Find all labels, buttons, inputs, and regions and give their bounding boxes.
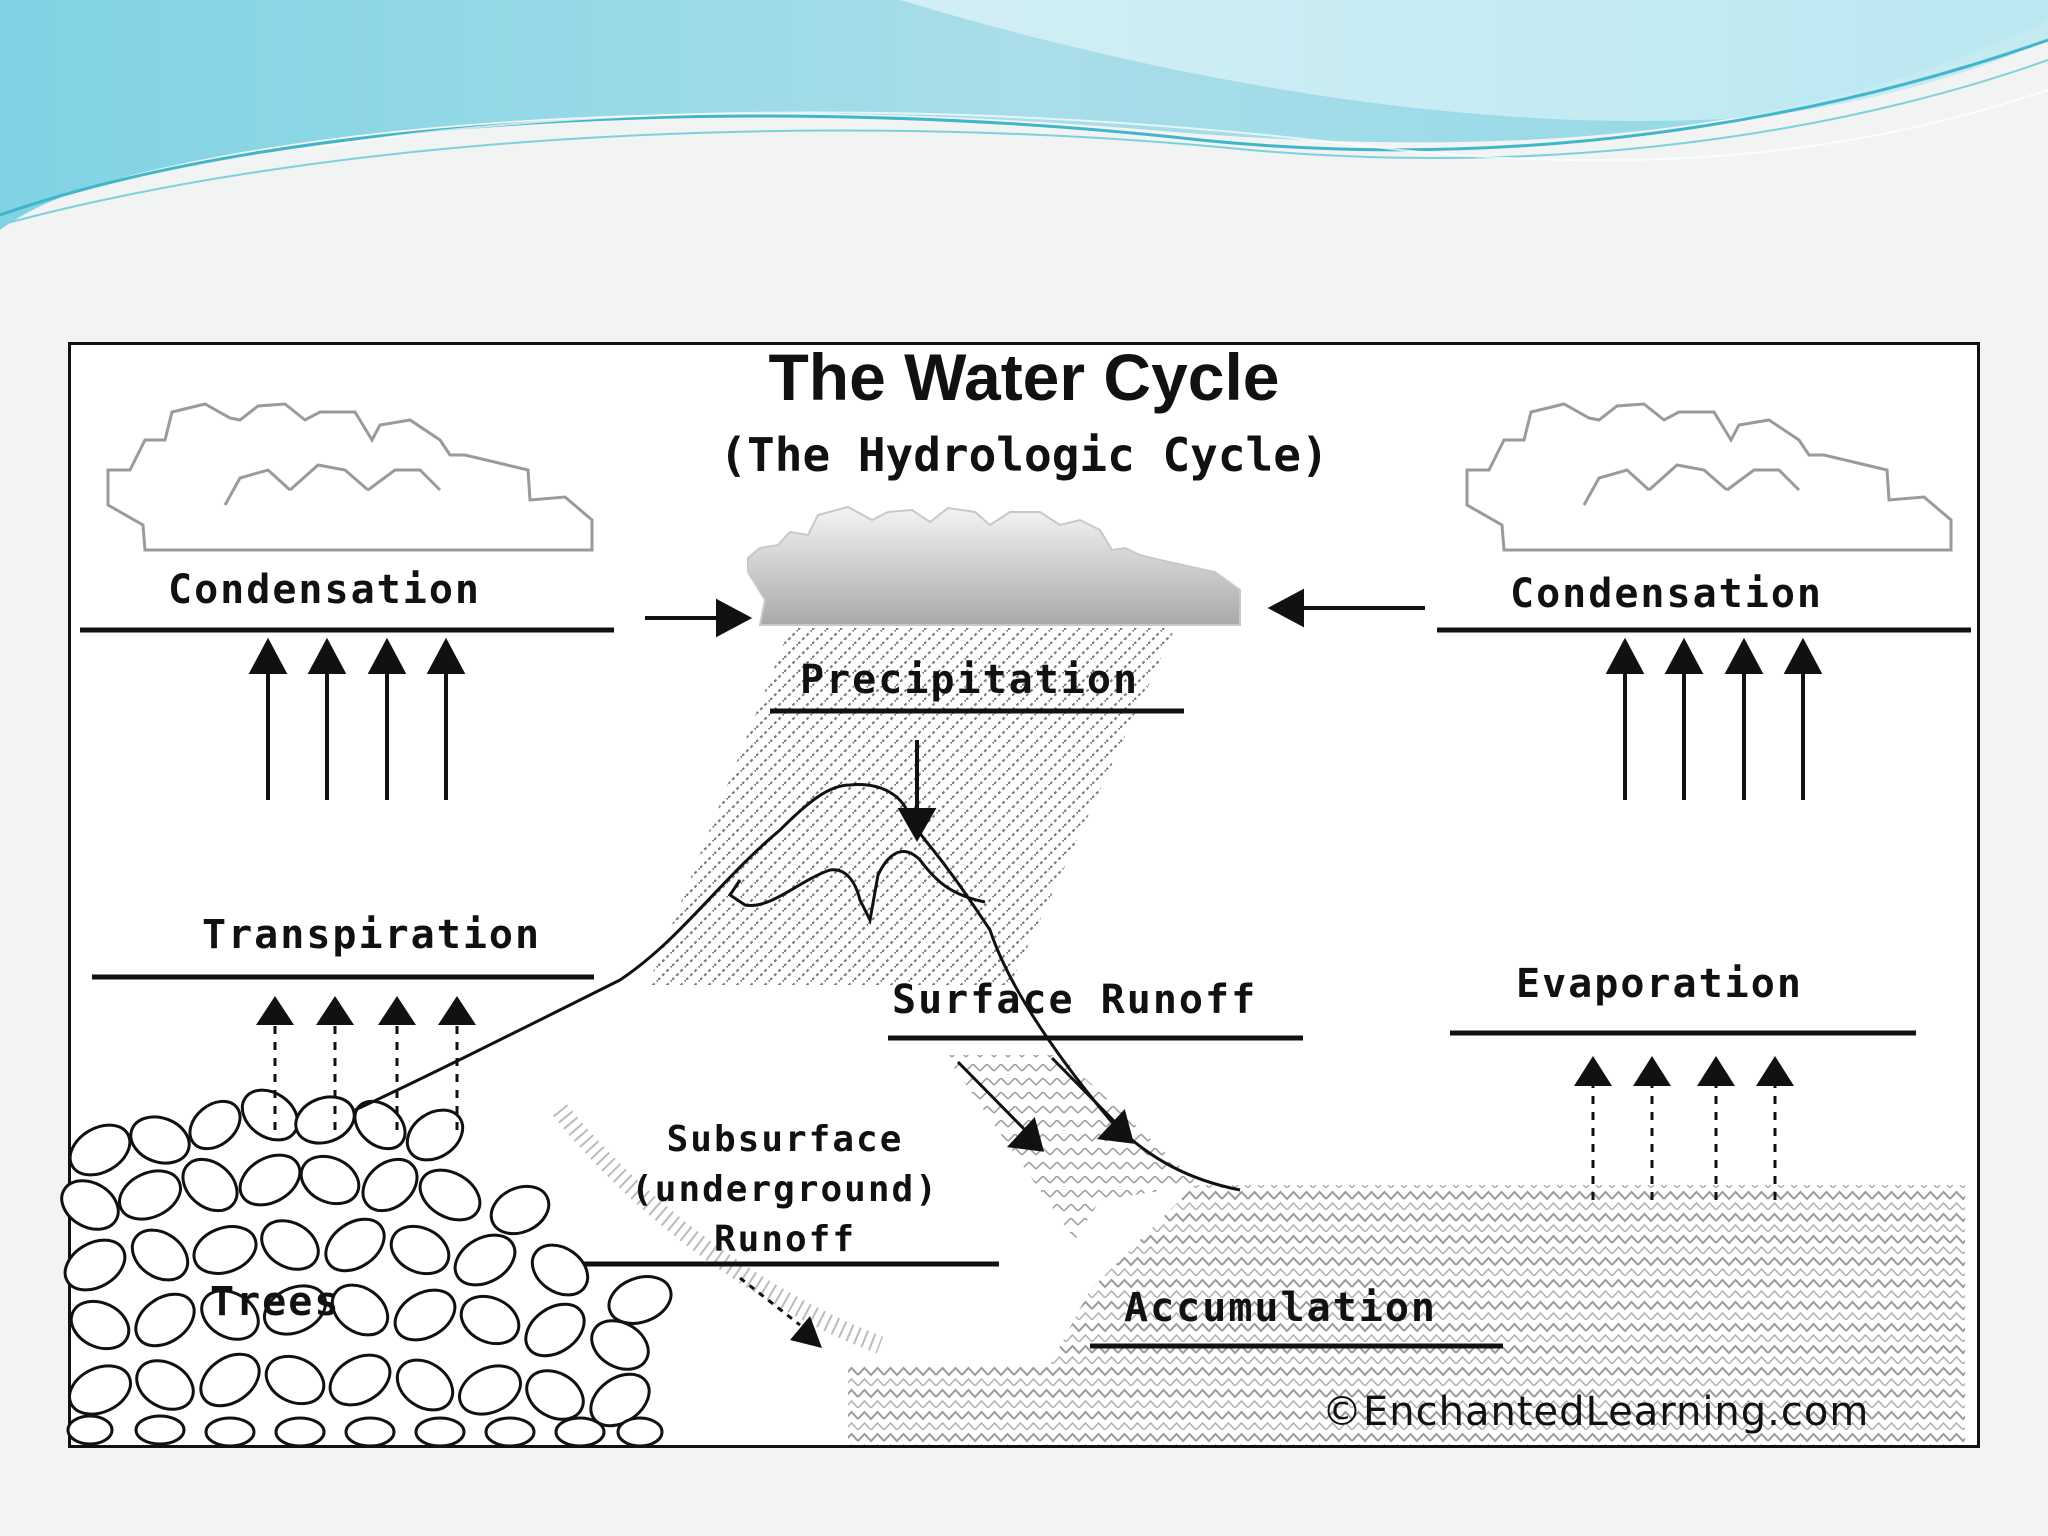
subsurface-flow-band xyxy=(552,1104,884,1354)
label-evaporation: Evaporation xyxy=(1516,961,1803,1007)
label-subsurface-line2: (underground) xyxy=(631,1169,939,1210)
credit-text: ©EnchantedLearning.com xyxy=(1322,1389,1870,1435)
water-body xyxy=(848,1185,1965,1445)
label-subsurface-line3: Runoff xyxy=(713,1219,857,1260)
diagram-subtitle: (The Hydrologic Cycle) xyxy=(719,428,1329,482)
arrow-to-rain-cloud-right xyxy=(1267,588,1425,628)
label-underlines xyxy=(80,627,1971,1349)
label-transpiration: Transpiration xyxy=(202,912,542,958)
mountain-ridge xyxy=(727,850,986,925)
label-accumulation: Accumulation xyxy=(1124,1285,1437,1331)
header-wave-decoration xyxy=(0,0,2048,230)
label-trees: Trees xyxy=(210,1279,341,1325)
surface-runoff-arrows xyxy=(956,1056,1135,1152)
precipitation-arrow xyxy=(897,740,937,843)
condensation-arrows-right xyxy=(1605,637,1823,800)
stream-channel xyxy=(945,1055,1200,1240)
rain-cloud-icon xyxy=(747,505,1241,626)
cloud-left-icon xyxy=(106,402,594,552)
label-condensation-right: Condensation xyxy=(1510,571,1823,617)
trees-icon xyxy=(60,1088,673,1448)
diagram-title: The Water Cycle xyxy=(768,340,1280,414)
label-surface-runoff: Surface Runoff xyxy=(892,977,1258,1023)
label-precipitation: Precipitation xyxy=(800,657,1140,703)
subsurface-runoff-arrow xyxy=(739,1276,822,1348)
label-condensation-left: Condensation xyxy=(168,567,481,613)
evaporation-arrows xyxy=(1574,1056,1794,1200)
label-subsurface-line1: Subsurface xyxy=(666,1119,904,1160)
arrow-to-rain-cloud-left xyxy=(645,598,753,638)
condensation-arrows-left xyxy=(248,637,466,800)
cloud-right-icon xyxy=(1465,402,1953,552)
transpiration-arrows xyxy=(256,996,476,1130)
